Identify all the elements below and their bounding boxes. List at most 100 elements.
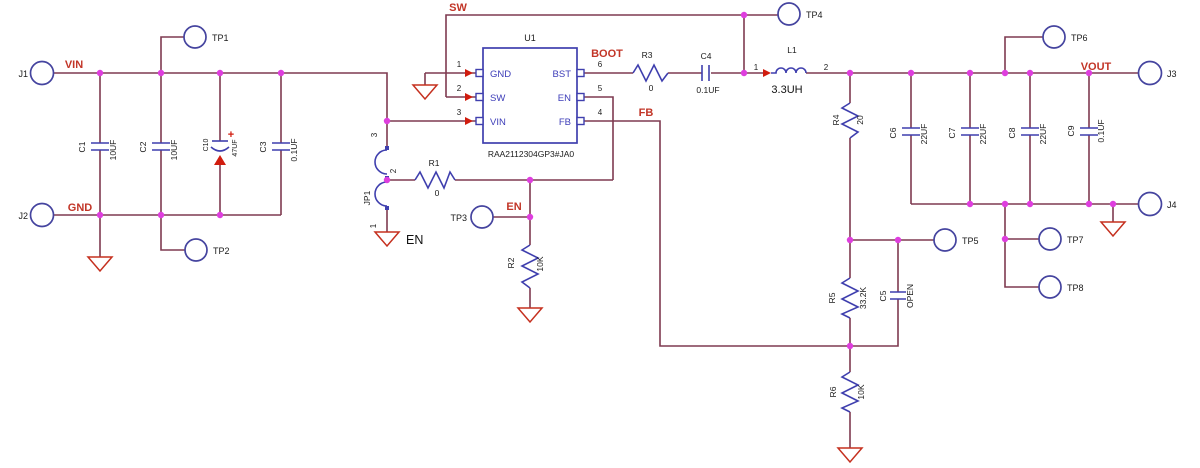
pin-arrow-icon: [465, 117, 473, 125]
capacitor-c2[interactable]: C2 10UF: [138, 140, 179, 161]
value-label: 0.1UF: [289, 138, 299, 161]
capacitor-plates: [902, 127, 920, 136]
value-label: 22UF: [978, 124, 988, 145]
connector-circle: [1137, 60, 1163, 86]
capacitor-c9[interactable]: C9 0.1UF: [1066, 119, 1106, 142]
wire-tp7-tp8: [1004, 204, 1039, 288]
testpoint-tp2[interactable]: TP2: [184, 238, 230, 262]
testpoint-tp7[interactable]: TP7: [1038, 227, 1084, 251]
capacitor-c1[interactable]: C1 10UF: [77, 140, 118, 161]
value-label: 20: [855, 115, 865, 125]
resistor-r2[interactable]: R2 10K: [506, 244, 545, 289]
ic-pin-pad: [576, 92, 585, 102]
testpoint-tp4[interactable]: TP4: [777, 2, 823, 26]
junction-dot: [846, 69, 854, 77]
testpoint-label: TP3: [450, 213, 467, 223]
value-label: OPEN: [905, 284, 915, 308]
connector-j4[interactable]: J4: [1137, 191, 1177, 217]
wire-tp1-stub: [160, 36, 184, 73]
resistor-zigzag: [840, 371, 860, 413]
connector-j2[interactable]: J2: [18, 202, 55, 228]
capacitor-c3[interactable]: C3 0.1UF: [258, 138, 299, 161]
capacitor-plates: [890, 291, 906, 300]
resistor-r6[interactable]: R6 10K: [828, 371, 866, 413]
connector-circle: [29, 60, 55, 86]
pin-name-bst: BST: [553, 69, 572, 80]
connector-label: J2: [18, 211, 28, 221]
inductor-l1[interactable]: L1 3.3UH 1 2: [754, 45, 829, 96]
resistor-r4[interactable]: R4 20: [831, 102, 865, 139]
testpoint-label: TP4: [806, 10, 823, 20]
resistor-zigzag: [840, 277, 860, 319]
capacitor-c5[interactable]: C5 OPEN: [878, 284, 915, 308]
capacitor-c10-polarized[interactable]: + C10 47UF: [203, 129, 239, 165]
value-label: 0.1UF: [696, 85, 719, 95]
capacitor-plates: [272, 142, 290, 151]
ref-label: R6: [828, 386, 838, 397]
junction-dot: [1026, 69, 1034, 77]
testpoint-label: TP2: [213, 246, 230, 256]
connector-label: J4: [1167, 200, 1177, 210]
wire-c5-leads: [850, 240, 899, 347]
capacitor-plates: [961, 127, 979, 136]
ic-u1[interactable]: U1 RAA2112304GP3#JA0 GND SW VIN BST EN F…: [457, 33, 603, 159]
net-label-en-jumper: EN: [406, 233, 423, 247]
testpoint-tp3[interactable]: TP3: [450, 205, 494, 229]
pin-arrow-icon: [465, 69, 473, 77]
polarity-arrow-icon: [214, 155, 226, 165]
testpoint-tp8[interactable]: TP8: [1038, 275, 1084, 299]
junction-dot: [907, 69, 915, 77]
testpoint-circle: [1038, 227, 1062, 251]
connector-j1[interactable]: J1: [18, 60, 55, 86]
ref-label: C7: [947, 127, 957, 138]
junction-dot: [740, 69, 748, 77]
testpoint-tp1[interactable]: TP1: [183, 25, 229, 49]
net-label-sw: SW: [449, 2, 467, 14]
ref-label: JP1: [362, 190, 372, 205]
resistor-r3[interactable]: R3 0: [632, 50, 669, 93]
capacitor-c6[interactable]: C6 22UF: [888, 124, 929, 145]
value-label: 22UF: [1038, 124, 1048, 145]
ref-label: R2: [506, 257, 516, 268]
value-label: 47UF: [232, 139, 239, 156]
resistor-zigzag: [632, 63, 669, 83]
junction-dot: [277, 69, 285, 77]
testpoint-tp6[interactable]: TP6: [1042, 25, 1088, 49]
connector-label: J1: [18, 69, 28, 79]
wires: [53, 14, 1139, 448]
ground-icon: [86, 256, 114, 273]
wire-vin-rail: [53, 72, 476, 122]
wire-tp6-stub: [1004, 36, 1043, 73]
ref-label: C2: [138, 141, 148, 152]
value-label: 10K: [856, 384, 866, 399]
ground-icon: [411, 84, 439, 101]
pin-name-fb: FB: [559, 117, 571, 128]
value-label: 0.1UF: [1096, 119, 1106, 142]
junction-dot: [157, 69, 165, 77]
value-label: 33.2K: [858, 287, 868, 310]
pin-number: 5: [598, 84, 603, 93]
jumper-arc: [374, 181, 388, 207]
connector-j3[interactable]: J3: [1137, 60, 1177, 86]
resistor-r5[interactable]: R5 33.2K: [827, 277, 868, 319]
testpoint-circle: [183, 25, 207, 49]
capacitor-c8[interactable]: C8 22UF: [1007, 124, 1048, 145]
capacitor-c7[interactable]: C7 22UF: [947, 124, 988, 145]
junction-dot: [1085, 69, 1093, 77]
net-label-fb: FB: [639, 107, 654, 119]
testpoint-tp5[interactable]: TP5: [933, 228, 979, 252]
junction-dot: [846, 236, 854, 244]
pin-number: 2: [824, 63, 829, 72]
inductor-coils: [771, 67, 807, 74]
value-label: 10UF: [169, 140, 179, 161]
junction-dot: [1085, 200, 1093, 208]
ic-part-number: RAA2112304GP3#JA0: [488, 149, 575, 159]
resistor-r1[interactable]: R1 0: [414, 158, 456, 198]
pin-arrow-icon: [465, 93, 473, 101]
ic-ref-label: U1: [524, 33, 536, 43]
wire-tp2-stub: [160, 215, 185, 251]
pin-name-sw: SW: [490, 93, 505, 104]
capacitor-curved-plate: [210, 146, 230, 152]
ref-label: R4: [831, 114, 841, 125]
capacitor-c4[interactable]: C4 0.1UF: [696, 51, 719, 95]
